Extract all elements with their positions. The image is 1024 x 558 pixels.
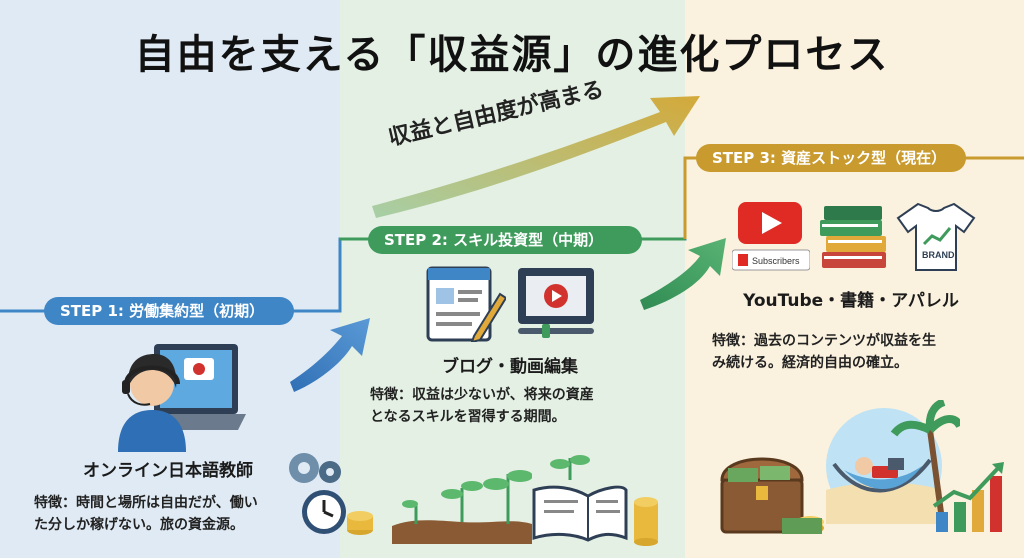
books-icon <box>818 206 890 270</box>
step1-heading: オンライン日本語教師 <box>83 461 253 481</box>
step1-description-line2: た分しか稼げない。旅の資金源。 <box>34 517 244 533</box>
blog-icon <box>426 266 506 342</box>
arrow-step1-to-step2 <box>290 318 370 392</box>
step1-background <box>0 0 340 558</box>
step1-description-line1: 特徴：時間と場所は自由だが、働い <box>34 495 258 511</box>
step3-badge: STEP 3: 資産ストック型（現在） <box>696 144 966 172</box>
video-editing-icon <box>516 266 596 342</box>
step2-description: 特徴：収益は少ないが、将来の資産 となるスキルを習得する期間。 <box>370 384 670 428</box>
step1-description: 特徴：時間と場所は自由だが、働い た分しか稼げない。旅の資金源。 <box>34 492 324 536</box>
treasure-chest-icon <box>712 440 832 540</box>
step2-description-line2: となるスキルを習得する期間。 <box>370 409 566 425</box>
youtube-icon: Subscribers <box>732 200 810 272</box>
brand-tshirt-icon: BRAND <box>896 200 976 272</box>
step1-badge: STEP 1: 労働集約型（初期） <box>44 297 294 325</box>
step3-description-line1: 特徴：過去のコンテンツが収益を生 <box>712 333 936 349</box>
step3-description-line2: み続ける。経済的自由の確立。 <box>712 355 908 371</box>
step2-background <box>340 0 685 558</box>
brand-label: BRAND <box>922 250 955 260</box>
page-title: 自由を支える「収益源」の進化プロセス <box>134 32 890 78</box>
hammock-beach-icon <box>810 400 960 540</box>
book-sprout-coins-icon <box>530 450 660 546</box>
gears-clock-coins-icon <box>278 446 378 546</box>
step3-heading: YouTube・書籍・アパレル <box>743 291 959 311</box>
step2-description-line1: 特徴：収益は少ないが、将来の資産 <box>370 387 594 403</box>
step2-badge: STEP 2: スキル投資型（中期） <box>368 226 642 254</box>
step2-heading: ブログ・動画編集 <box>442 357 578 377</box>
subscribers-label: Subscribers <box>752 256 800 266</box>
sprouts-icon <box>392 464 532 544</box>
arrow-step2-to-step3 <box>640 238 726 310</box>
online-teacher-icon <box>96 340 246 452</box>
rising-arrow <box>372 96 700 218</box>
growth-chart-icon <box>930 456 1010 536</box>
step3-description: 特徴：過去のコンテンツが収益を生 み続ける。経済的自由の確立。 <box>712 330 1012 374</box>
